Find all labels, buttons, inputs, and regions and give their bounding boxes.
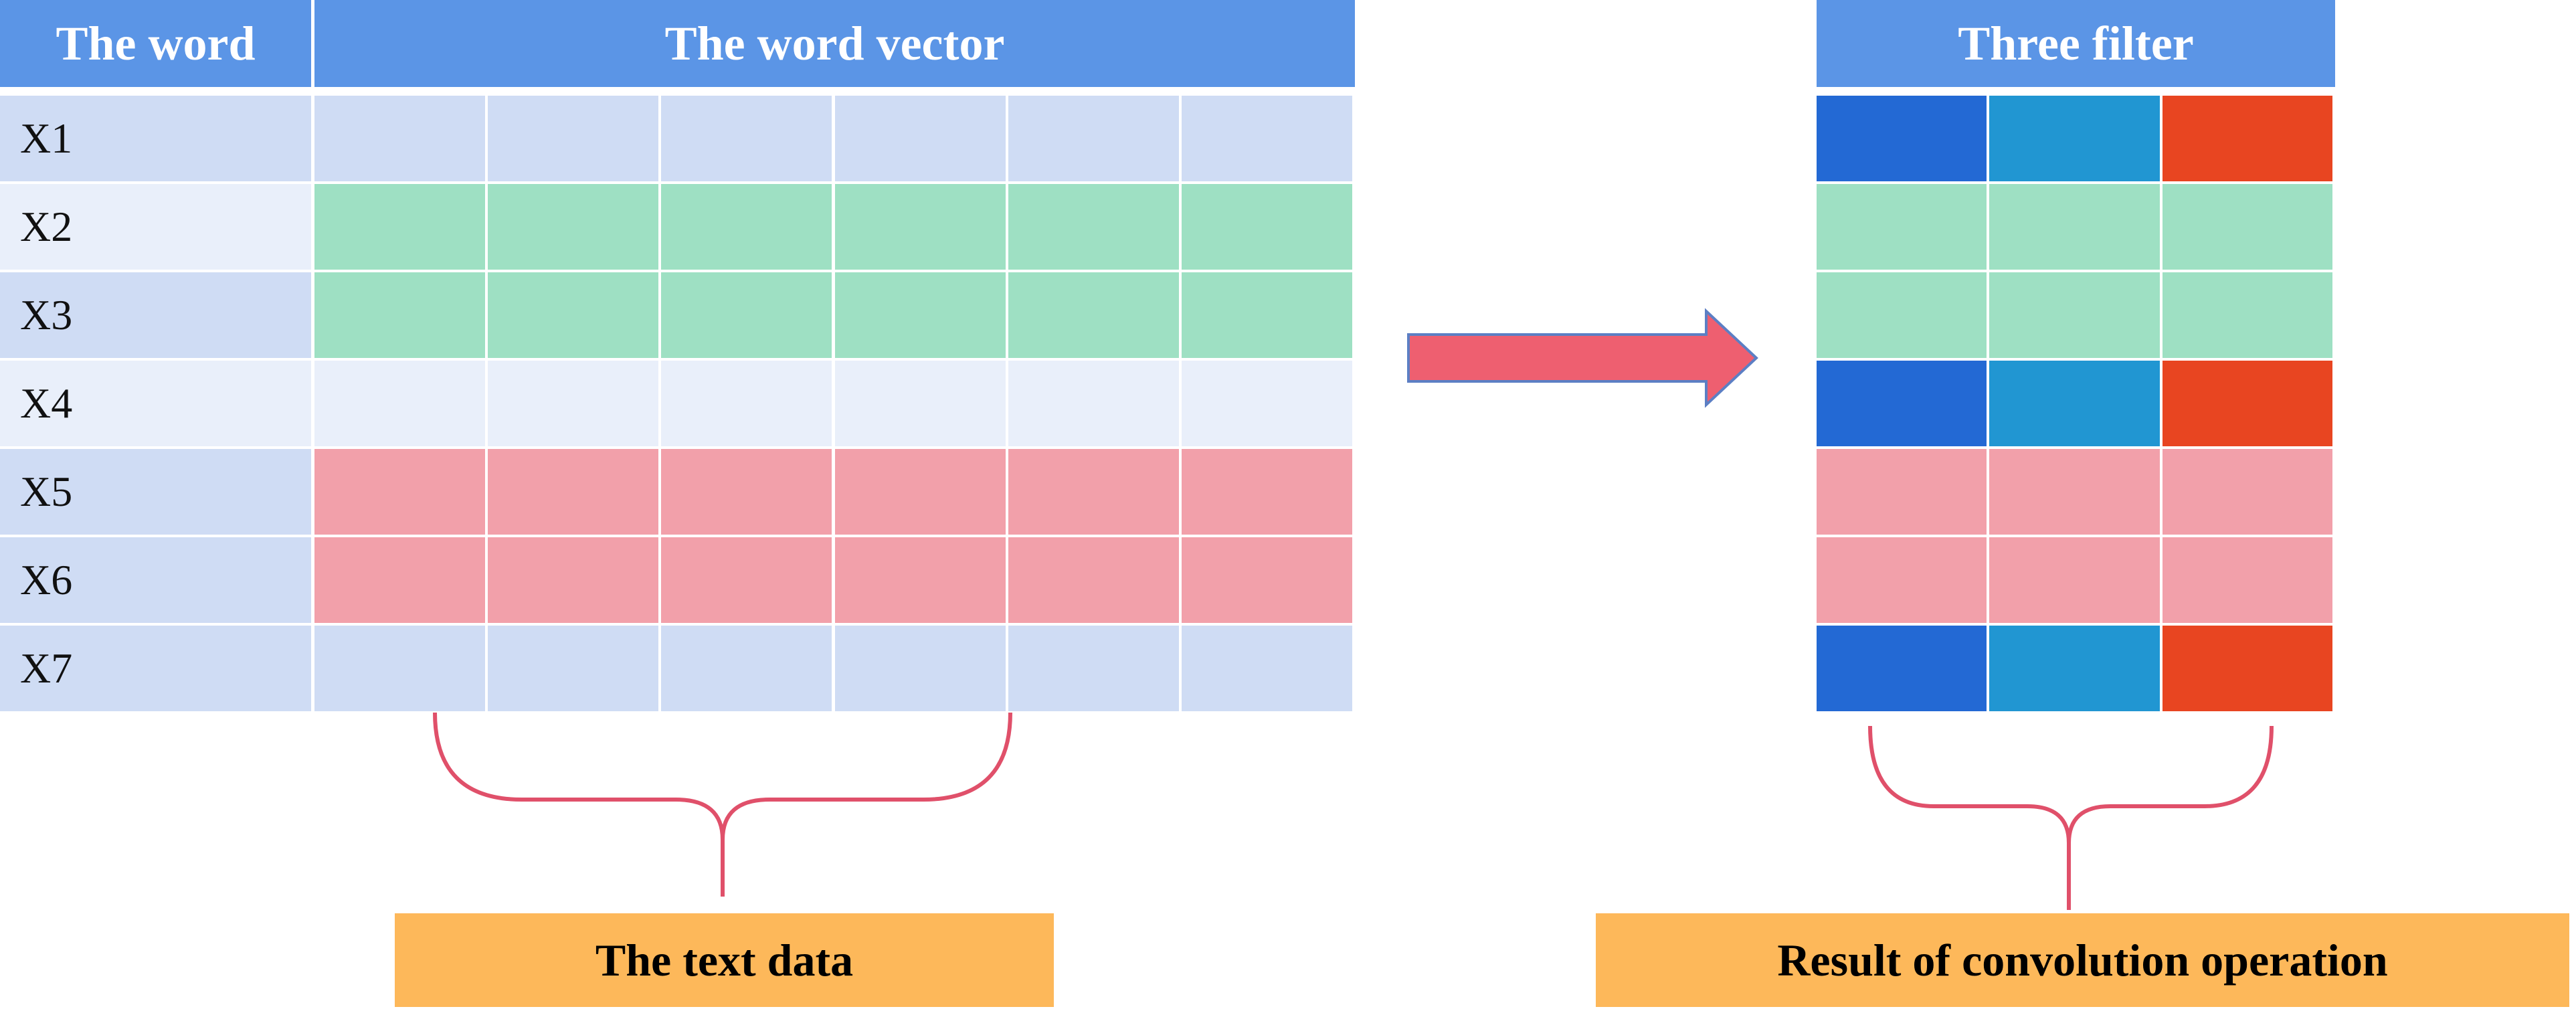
vector-cell	[314, 626, 486, 711]
row-label-x4: X4	[0, 361, 311, 446]
vector-cell	[314, 537, 486, 623]
filter-cell	[1817, 96, 1987, 181]
filter-cell	[1817, 361, 1987, 446]
result-cell	[1817, 272, 1987, 358]
vector-cell	[834, 537, 1006, 623]
vector-cell	[661, 272, 832, 358]
vector-cell	[314, 449, 486, 535]
row-label-x3: X3	[0, 272, 311, 358]
vector-cell	[1181, 184, 1352, 270]
header-word-vector: The word vector	[314, 0, 1355, 87]
result-cell	[1989, 449, 2160, 535]
result-cell	[1989, 537, 2160, 623]
vector-cell	[661, 96, 832, 181]
filter-cell	[2162, 361, 2332, 446]
result-cell	[2162, 537, 2332, 623]
vector-cell	[314, 272, 486, 358]
filter-cell	[1989, 626, 2160, 711]
result-cell	[2162, 272, 2332, 358]
result-cell	[1989, 272, 2160, 358]
filter-cell	[2162, 626, 2332, 711]
vector-cell	[661, 626, 832, 711]
vector-cell	[834, 626, 1006, 711]
vector-cell	[661, 184, 832, 270]
vector-cell	[834, 96, 1006, 181]
filter-cell	[1989, 96, 2160, 181]
filter-result-table	[1817, 96, 2332, 711]
header-three-filter: Three filter	[1817, 0, 2335, 87]
vector-cell	[314, 361, 486, 446]
vector-cell	[314, 184, 486, 270]
vector-cell	[834, 184, 1006, 270]
header-the-word: The word	[0, 0, 311, 87]
filter-cell	[1989, 361, 2160, 446]
row-label-x5: X5	[0, 449, 311, 535]
vector-cell	[488, 449, 659, 535]
right-arrow-icon	[1407, 308, 1758, 408]
vector-cell	[1008, 272, 1179, 358]
left-brace	[433, 712, 1012, 897]
result-cell	[1817, 537, 1987, 623]
vector-cell	[1181, 449, 1352, 535]
vector-cell	[1008, 96, 1179, 181]
row-label-x6: X6	[0, 537, 311, 623]
vector-cell	[314, 96, 486, 181]
vector-cell	[661, 537, 832, 623]
result-cell	[2162, 449, 2332, 535]
vector-cell	[661, 361, 832, 446]
vector-cell	[488, 96, 659, 181]
vector-cell	[661, 449, 832, 535]
vector-cell	[488, 184, 659, 270]
result-cell	[2162, 184, 2332, 270]
right-brace	[1868, 725, 2274, 910]
row-label-x7: X7	[0, 626, 311, 711]
vector-cell	[1181, 272, 1352, 358]
vector-cell	[488, 361, 659, 446]
filter-cell	[2162, 96, 2332, 181]
vector-cell	[1008, 184, 1179, 270]
caption-text-data: The text data	[395, 913, 1054, 1007]
result-cell	[1817, 449, 1987, 535]
vector-cell	[488, 272, 659, 358]
vector-cell	[834, 449, 1006, 535]
row-label-x1: X1	[0, 96, 311, 181]
vector-cell	[1181, 361, 1352, 446]
vector-cell	[1008, 361, 1179, 446]
caption-convolution-result: Result of convolution operation	[1596, 913, 2569, 1007]
row-label-x2: X2	[0, 184, 311, 270]
vector-cell	[834, 272, 1006, 358]
vector-cell	[834, 361, 1006, 446]
filter-cell	[1817, 626, 1987, 711]
vector-cell	[1181, 537, 1352, 623]
result-cell	[1817, 184, 1987, 270]
vector-cell	[1181, 96, 1352, 181]
vector-cell	[1181, 626, 1352, 711]
vector-cell	[488, 537, 659, 623]
vector-cell	[1008, 626, 1179, 711]
result-cell	[1989, 184, 2160, 270]
vector-cell	[1008, 537, 1179, 623]
vector-cell	[1008, 449, 1179, 535]
vector-cell	[488, 626, 659, 711]
